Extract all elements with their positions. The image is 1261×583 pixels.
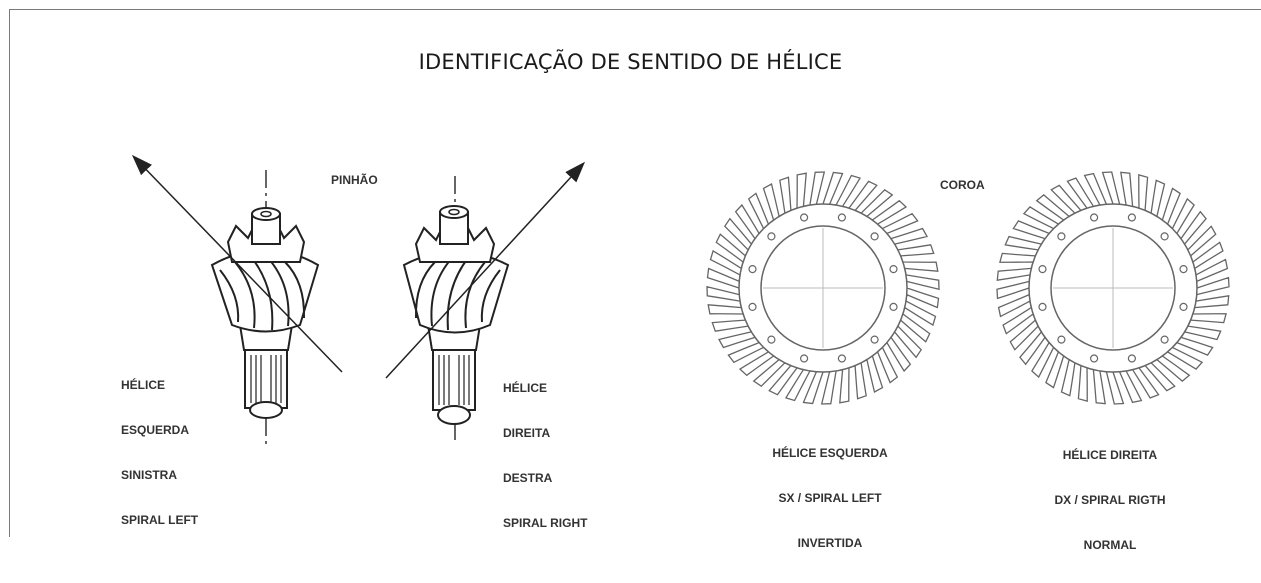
bolt-hole bbox=[1179, 265, 1188, 274]
pinion-left-label-line: SPIRAL LEFT bbox=[121, 513, 199, 527]
pinion-right-label-line: HÉLICE bbox=[503, 381, 548, 395]
diagram-frame: IDENTIFICAÇÃO DE SENTIDO DE HÉLICE bbox=[9, 9, 1261, 552]
crown-left-label-line: SX / SPIRAL LEFT bbox=[778, 491, 882, 505]
pinion-left-label-line: SINISTRA bbox=[121, 468, 178, 482]
bolt-hole bbox=[1127, 354, 1137, 363]
bolt-hole bbox=[889, 265, 898, 274]
bolt-hole bbox=[1057, 335, 1066, 344]
pinion-right-label: HÉLICE DIREITA DESTRA SPIRAL RIGHT bbox=[503, 351, 587, 561]
pinion-left-label-line: ESQUERDA bbox=[121, 423, 190, 437]
pinion-heading: PINHÃO bbox=[331, 173, 378, 187]
crown-spiral-left bbox=[706, 171, 940, 405]
bolt-hole bbox=[748, 265, 757, 274]
bolt-hole bbox=[870, 335, 879, 344]
bolt-hole bbox=[1089, 213, 1099, 222]
pinion-spiral-right bbox=[385, 161, 586, 440]
bolt-hole bbox=[837, 213, 847, 222]
pinion-right-label-line: DESTRA bbox=[503, 471, 553, 485]
bolt-hole bbox=[1160, 232, 1169, 241]
crown-right-label-line: HÉLICE DIREITA bbox=[1062, 448, 1158, 462]
crown-right-label: HÉLICE DIREITA DX / SPIRAL RIGTH NORMAL bbox=[1025, 418, 1195, 583]
bolt-hole bbox=[1038, 302, 1047, 311]
bolt-hole bbox=[1038, 265, 1047, 274]
bolt-hole bbox=[767, 335, 776, 344]
bolt-hole bbox=[1089, 354, 1099, 363]
gear-illustrations bbox=[131, 154, 1230, 445]
crown-left-label-line: INVERTIDA bbox=[797, 536, 863, 550]
frame-border-left bbox=[9, 9, 10, 537]
pinion-left-label-line: HÉLICE bbox=[121, 378, 166, 392]
bolt-hole bbox=[767, 232, 776, 241]
crown-heading: COROA bbox=[940, 178, 985, 192]
bolt-hole bbox=[889, 302, 898, 311]
bolt-hole bbox=[748, 302, 757, 311]
pinion-left-label: HÉLICE ESQUERDA SINISTRA SPIRAL LEFT bbox=[121, 348, 198, 558]
crown-spiral-right bbox=[996, 171, 1230, 405]
bolt-hole bbox=[799, 354, 809, 363]
crown-left-label-line: HÉLICE ESQUERDA bbox=[772, 446, 888, 460]
pinion-right-label-line: SPIRAL RIGHT bbox=[503, 516, 588, 530]
frame-border-top bbox=[9, 9, 1261, 10]
crown-right-label-line: DX / SPIRAL RIGTH bbox=[1054, 493, 1166, 507]
crown-left-label: HÉLICE ESQUERDA SX / SPIRAL LEFT INVERTI… bbox=[745, 416, 915, 581]
bolt-hole bbox=[1179, 302, 1188, 311]
pinion-right-label-line: DIREITA bbox=[503, 426, 551, 440]
pinion-spiral-left bbox=[131, 154, 343, 445]
bolt-hole bbox=[1160, 335, 1169, 344]
bolt-hole bbox=[1057, 232, 1066, 241]
bolt-hole bbox=[799, 213, 809, 222]
bolt-hole bbox=[837, 354, 847, 363]
bolt-hole bbox=[870, 232, 879, 241]
bolt-hole bbox=[1127, 213, 1137, 222]
diagram-title: IDENTIFICAÇÃO DE SENTIDO DE HÉLICE bbox=[418, 50, 843, 74]
crown-right-label-line: NORMAL bbox=[1083, 538, 1137, 552]
